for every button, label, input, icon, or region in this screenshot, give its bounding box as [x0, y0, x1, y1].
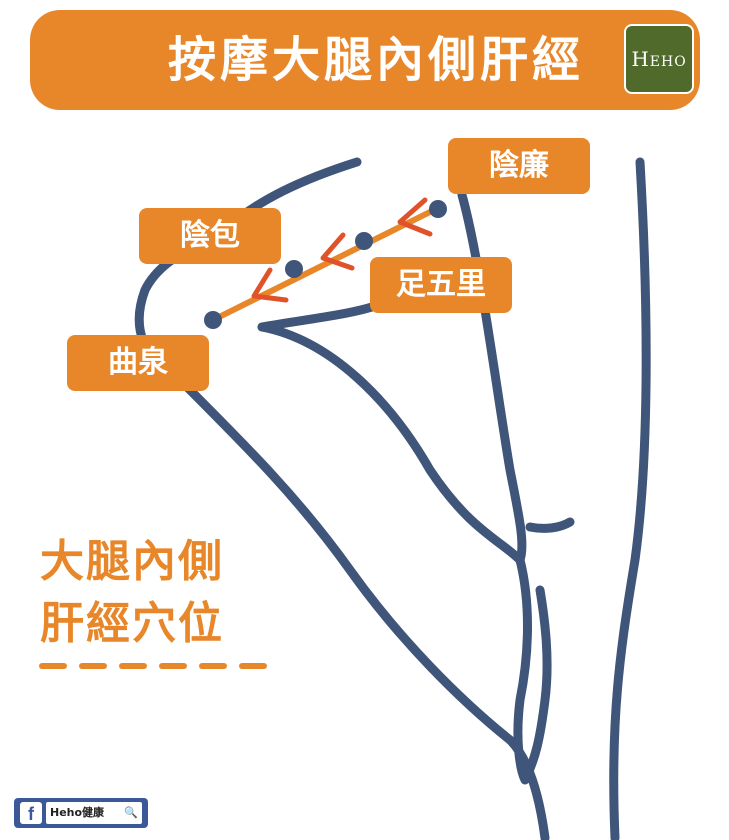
- heho-logo: HEHO: [624, 24, 694, 94]
- caption-line-1: 大腿內側: [40, 536, 224, 587]
- arrow-chevron-1: [397, 197, 433, 237]
- leg-outline-right: [609, 157, 651, 840]
- leg-outline-knee-bump: [525, 517, 575, 533]
- caption-line-2: 肝經穴位: [40, 598, 224, 649]
- leg-outline-knee-upper: [257, 300, 383, 332]
- leg-outline-shin: [513, 555, 552, 785]
- leg-outline-knee-inner: [257, 322, 525, 565]
- title-banner: 按摩大腿內側肝經 HEHO: [30, 10, 700, 110]
- arrow-chevron-2: [320, 232, 355, 271]
- acupoint-ququan: [204, 311, 222, 329]
- acupoint-yinbao: [285, 260, 303, 278]
- facebook-icon[interactable]: f: [20, 802, 42, 824]
- acupoint-zuwuli: [355, 232, 373, 250]
- meridian-line: [210, 205, 441, 323]
- label-zuwuli: 足五里: [370, 257, 512, 313]
- acupoint-yinlian: [429, 200, 447, 218]
- facebook-search-bar[interactable]: f Heho健康 🔍: [14, 798, 148, 828]
- leg-outline-back: [175, 375, 515, 745]
- page-title: 按摩大腿內側肝經: [167, 32, 584, 88]
- label-ququan: 曲泉: [67, 335, 209, 391]
- label-yinbao: 陰包: [139, 208, 281, 264]
- search-icon[interactable]: 🔍: [124, 806, 138, 819]
- facebook-search-field[interactable]: Heho健康 🔍: [46, 802, 142, 824]
- arrow-chevron-3: [251, 267, 289, 303]
- facebook-page-name: Heho健康: [50, 806, 105, 819]
- leg-outline-thigh-inner: [457, 190, 527, 565]
- label-yinlian: 陰廉: [448, 138, 590, 194]
